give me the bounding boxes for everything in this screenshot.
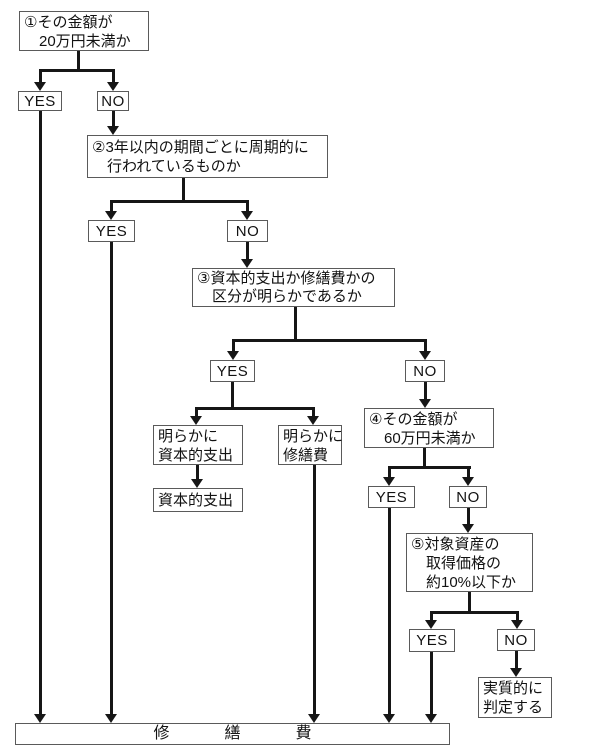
- arrowhead-q4-yes: [383, 477, 395, 486]
- arrowhead-q4-no: [462, 477, 474, 486]
- connector-q3-yes-stub: [232, 342, 235, 351]
- arrowhead-no1-q2: [107, 126, 119, 135]
- connector-q4-stem: [423, 448, 426, 469]
- connector-yes4-to-bar: [388, 508, 391, 714]
- label-yes-2: YES: [88, 220, 135, 242]
- node-q2-line2: 行われているものか: [107, 158, 241, 175]
- node-q2-line1: ②3年以内の期間ごとに周期的に: [92, 139, 309, 156]
- connector-yes2-to-bar: [110, 242, 113, 714]
- arrowhead-q2-no: [241, 211, 253, 220]
- arrowhead-q5-no: [511, 620, 523, 629]
- label-yes-5: YES: [409, 629, 455, 652]
- node-q5-line1: ⑤対象資産の: [411, 536, 500, 553]
- connector-no4-to-q5: [467, 508, 470, 524]
- node-capital-expenditure: 資本的支出: [153, 488, 243, 512]
- label-no-3: NO: [405, 360, 445, 382]
- node-q5-line3: 約10%以下か: [426, 574, 517, 591]
- connector-q5-stem: [468, 592, 471, 614]
- arrowhead-repair-bar: [308, 714, 320, 723]
- connector-q5-yes-stub: [430, 614, 433, 620]
- node-substantive-judgment: 実質的に 判定する: [478, 677, 552, 718]
- label-no-4: NO: [449, 486, 487, 508]
- arrowhead-clearly-repair: [307, 416, 319, 425]
- arrowhead-no4-q5: [462, 524, 474, 533]
- node-q2: ②3年以内の期間ごとに周期的に 行われているものか: [87, 135, 328, 178]
- connector-q4-no-stub: [467, 469, 470, 477]
- connector-q3-no-stub: [424, 342, 427, 351]
- node-q4-line1: ④その金額が: [369, 411, 458, 428]
- connector-q3-stem: [294, 307, 297, 342]
- connector-q1-split-bar: [39, 69, 115, 72]
- connector-q5-no-stub: [516, 614, 519, 620]
- node-clearly-repair: 明らかに 修繕費: [278, 425, 344, 465]
- node-q4-line2: 60万円未満か: [384, 430, 476, 447]
- arrowhead-clearly-capital: [190, 416, 202, 425]
- endbar-repair-cost: 修繕費: [15, 723, 450, 745]
- node-q3-line1: ③資本的支出か修繕費かの: [197, 270, 376, 287]
- connector-capital-drop: [196, 465, 199, 479]
- node-q3: ③資本的支出か修繕費かの 区分が明らかであるか: [192, 268, 395, 307]
- connector-q3-split-bar: [232, 339, 427, 342]
- node-q1-line2: 20万円未満か: [39, 33, 131, 50]
- connector-yes3-stem: [231, 382, 234, 410]
- arrowhead-yes5-bar: [425, 714, 437, 723]
- arrowhead-q2-yes: [105, 211, 117, 220]
- node-substantive-judgment-line2: 判定する: [483, 699, 544, 716]
- connector-q4-split-bar: [388, 466, 471, 469]
- label-no-2: NO: [227, 220, 268, 242]
- arrowhead-q1-no: [107, 82, 119, 91]
- connector-no5-to-judgment: [515, 651, 518, 668]
- arrowhead-no3-q4: [419, 399, 431, 408]
- arrowhead-no5-judgment: [510, 668, 522, 677]
- node-clearly-capital-line1: 明らかに: [158, 428, 219, 445]
- connector-no1-to-q2: [112, 111, 115, 126]
- arrowhead-q3-no: [419, 351, 431, 360]
- arrowhead-yes4-bar: [383, 714, 395, 723]
- label-no-5: NO: [497, 629, 535, 651]
- connector-yes5-to-bar: [430, 652, 433, 714]
- arrowhead-capital-expenditure: [191, 479, 203, 488]
- connector-yes3-left-stub: [195, 410, 198, 416]
- connector-q2-yes-stub: [110, 203, 113, 211]
- connector-q1-stem: [77, 51, 80, 72]
- connector-q5-split-bar: [430, 611, 519, 614]
- node-q5: ⑤対象資産の 取得価格の 約10%以下か: [406, 533, 533, 592]
- arrowhead-yes2-bar: [105, 714, 117, 723]
- node-substantive-judgment-line1: 実質的に: [483, 680, 544, 697]
- connector-yes3-split-bar: [195, 407, 315, 410]
- connector-no3-to-q4: [424, 382, 427, 399]
- node-capital-expenditure-line1: 資本的支出: [158, 492, 234, 509]
- arrowhead-q3-yes: [227, 351, 239, 360]
- arrowhead-yes1-bar: [34, 714, 46, 723]
- node-clearly-repair-line1: 明らかに: [283, 428, 344, 445]
- label-yes-1: YES: [18, 91, 62, 111]
- node-clearly-capital: 明らかに 資本的支出: [153, 425, 243, 465]
- connector-q1-no-stub: [112, 72, 115, 82]
- arrowhead-q1-yes: [34, 82, 46, 91]
- label-yes-3: YES: [210, 360, 255, 382]
- node-q1-line1: ①その金額が: [24, 14, 113, 31]
- connector-q2-no-stub: [246, 203, 249, 211]
- connector-yes3-right-stub: [312, 410, 315, 416]
- node-clearly-capital-line2: 資本的支出: [158, 447, 234, 464]
- label-no-1: NO: [97, 91, 129, 111]
- node-q1: ①その金額が 20万円未満か: [19, 11, 149, 51]
- node-q4: ④その金額が 60万円未満か: [364, 408, 494, 448]
- label-yes-4: YES: [368, 486, 415, 508]
- connector-q4-yes-stub: [388, 469, 391, 477]
- node-q3-line2: 区分が明らかであるか: [212, 288, 362, 305]
- node-q5-line2: 取得価格の: [426, 555, 502, 572]
- connector-repair-to-bar: [313, 465, 316, 714]
- connector-yes1-to-bar: [39, 111, 42, 714]
- node-clearly-repair-line2: 修繕費: [283, 447, 329, 464]
- arrowhead-no2-q3: [241, 259, 253, 268]
- connector-q2-split-bar: [110, 200, 249, 203]
- arrowhead-q5-yes: [425, 620, 437, 629]
- connector-no2-to-q3: [246, 242, 249, 259]
- connector-q2-stem: [182, 178, 185, 203]
- connector-q1-yes-stub: [39, 72, 42, 82]
